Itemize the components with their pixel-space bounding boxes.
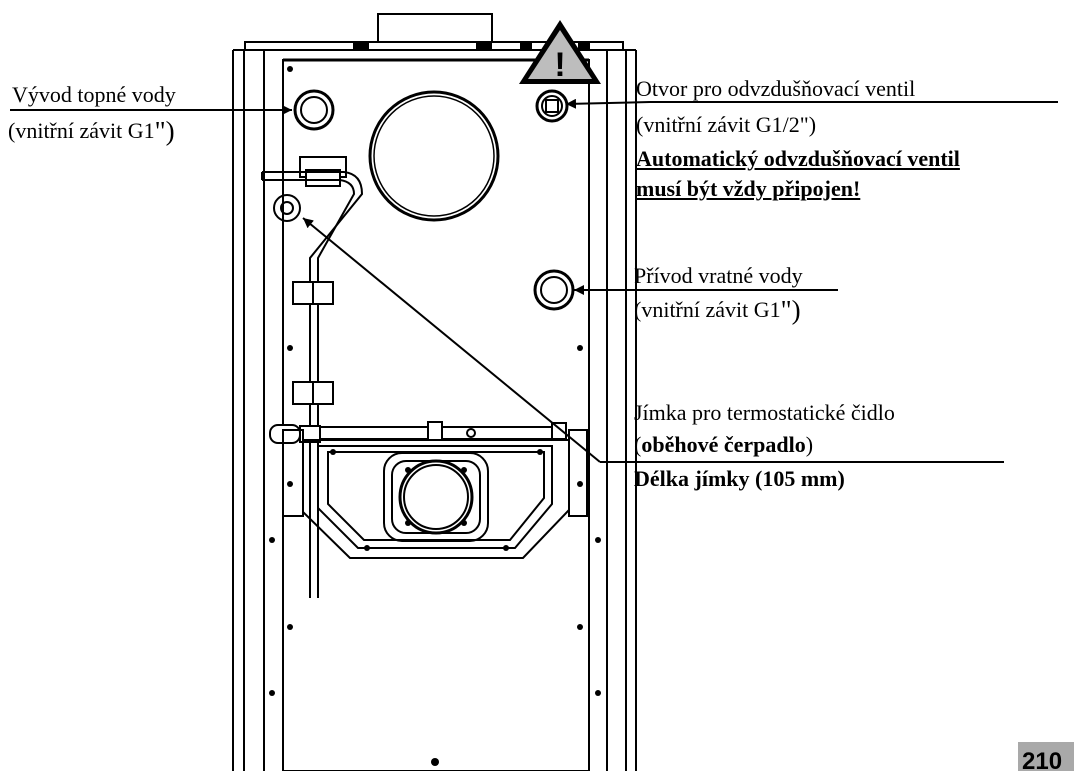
side-rails	[232, 49, 637, 771]
sensor-fitting	[273, 194, 301, 222]
sump-length-label: Délka jímky (105 mm)	[634, 466, 845, 491]
warning-exclamation: !	[554, 46, 565, 84]
outlet-thread-close: )	[165, 116, 175, 146]
return-label-title: Přívod vratné vody	[634, 263, 803, 288]
outlet-thread-quote: "	[154, 116, 166, 146]
leader-lines	[10, 98, 1058, 463]
outlet-thread-text: (vnitřní závit G1	[8, 118, 155, 143]
sump-label-title: Jímka pro termostatické čidlo	[634, 400, 895, 425]
sump-paren-open: (	[634, 432, 642, 457]
top-cap	[244, 13, 624, 51]
flue-opening	[368, 90, 500, 222]
return-label-thread: (vnitřní závit G1")	[634, 295, 801, 325]
vent-warning-line2: musí být vždy připojen!	[636, 176, 861, 201]
sump-label-pump: (oběhové čerpadlo)	[634, 432, 813, 457]
page-number-badge: 210	[1018, 742, 1074, 775]
page-number: 210	[1022, 748, 1063, 775]
vent-label-title: Otvor pro odvzdušňovací ventil	[636, 76, 916, 101]
outlet-connection	[293, 89, 335, 131]
rail-holes	[269, 537, 601, 696]
vent-warning-line1: Automatický odvzdušňovací ventil	[636, 146, 960, 171]
sump-pump-text: oběhové čerpadlo	[641, 432, 806, 457]
return-thread-quote: "	[780, 295, 792, 325]
return-connection	[533, 269, 575, 311]
outlet-label-title: Vývod topné vody	[12, 82, 176, 107]
outlet-label-thread: (vnitřní závit G1")	[8, 116, 175, 146]
sump-paren-close: )	[805, 432, 814, 457]
capillary-tube	[261, 156, 364, 598]
return-thread-text: (vnitřní závit G1	[634, 297, 781, 322]
return-thread-close: )	[791, 295, 801, 325]
chamber-bolts	[330, 449, 543, 551]
vent-label-thread: (vnitřní závit G1/2")	[636, 112, 817, 137]
air-chamber	[282, 429, 588, 559]
warning-triangle-icon: !	[519, 20, 601, 84]
